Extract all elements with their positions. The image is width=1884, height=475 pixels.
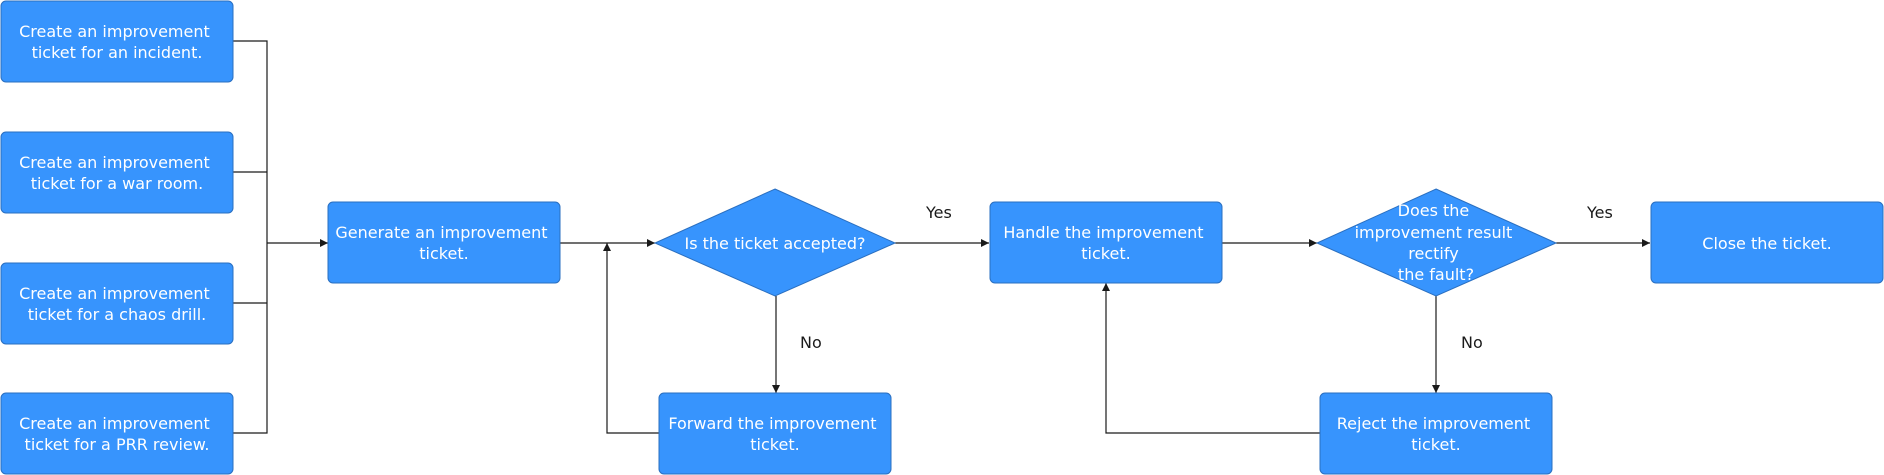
edge-prr-review-to-merge [233,243,268,434]
generate-ticket-node: Generate an improvement ticket. [327,201,561,284]
rectify-question-line-4: the fault? [1398,265,1474,284]
war-room-ticket-line-2: ticket for a war room. [31,174,203,193]
chaos-drill-ticket-line-1: Create an improvement [19,284,210,303]
connectors [233,40,1650,434]
generate-ticket-line-2: ticket. [419,244,468,263]
edge-reject-back-to-handle [1102,283,1320,434]
svg-text:Create an improvement ti: Create an improvement ticket for a chaos… [19,284,215,324]
ticket-accepted-decision: Is the ticket accepted? [653,188,897,297]
forward-ticket-line-2: ticket. [750,435,799,454]
accepted-yes-label: Yes [925,203,952,222]
ticket-accepted-question: Is the ticket accepted? [684,234,865,253]
close-ticket-label: Close the ticket. [1702,234,1831,253]
rectify-question-line-1: Does the [1398,201,1470,220]
svg-text:Create an improvement ti: Create an improvement ticket for a war r… [19,153,215,193]
rectify-fault-decision: Does the improvement result rectify the … [1315,188,1558,297]
close-ticket-node: Close the ticket. [1650,201,1884,284]
svg-text:Forward the improvement: Forward the improvement ticket. [668,414,881,454]
war-room-ticket-node: Create an improvement ticket for a war r… [0,131,234,214]
rectify-no-label: No [1461,333,1483,352]
svg-text:Create an improvement ti: Create an improvement ticket for an inci… [19,22,215,62]
reject-ticket-node: Reject the improvement ticket. [1319,392,1553,475]
incident-ticket-line-1: Create an improvement [19,22,210,41]
rectify-yes-label: Yes [1586,203,1613,222]
svg-text:Handle the improvement t: Handle the improvement ticket. [1003,223,1208,263]
svg-text:Create an improvement ti: Create an improvement ticket for a PRR r… [19,414,215,454]
incident-ticket-node: Create an improvement ticket for an inci… [0,0,234,83]
reject-ticket-line-1: Reject the improvement [1337,414,1530,433]
rectify-question-line-2: improvement result [1355,223,1513,242]
forward-ticket-line-1: Forward the improvement [668,414,876,433]
edge-incident-to-merge [233,40,268,243]
edge-forward-back-to-accepted [603,243,659,434]
chaos-drill-ticket-line-2: ticket for a chaos drill. [28,305,207,324]
chaos-drill-ticket-node: Create an improvement ticket for a chaos… [0,262,234,345]
svg-text:Generate an improvement: Generate an improvement ticket. [335,223,552,263]
svg-text:Is the ticket accepted?: Is the ticket accepted? [684,234,865,253]
generate-ticket-line-1: Generate an improvement [335,223,547,242]
reject-ticket-line-2: ticket. [1411,435,1460,454]
prr-review-ticket-line-2: ticket for a PRR review. [25,435,210,454]
handle-ticket-line-2: ticket. [1081,244,1130,263]
war-room-ticket-line-1: Create an improvement [19,153,210,172]
accepted-no-label: No [800,333,822,352]
svg-text:Close the ticket.: Close the ticket. [1702,234,1831,253]
prr-review-ticket-node: Create an improvement ticket for a PRR r… [0,392,234,475]
handle-ticket-line-1: Handle the improvement [1003,223,1203,242]
svg-text:Reject the improvement t: Reject the improvement ticket. [1337,414,1535,454]
svg-text:Does the improvement res: Does the improvement result rectify the … [1355,201,1518,284]
forward-ticket-node: Forward the improvement ticket. [658,392,892,475]
handle-ticket-node: Handle the improvement ticket. [989,201,1223,284]
rectify-question-line-3: rectify [1408,244,1458,263]
prr-review-ticket-line-1: Create an improvement [19,414,210,433]
incident-ticket-line-2: ticket for an incident. [32,43,203,62]
